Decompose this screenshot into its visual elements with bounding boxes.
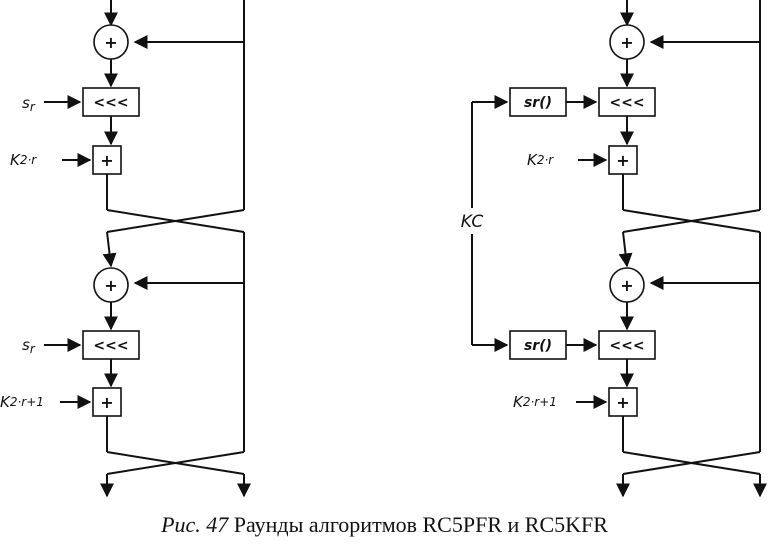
right-sr-2-label: sr() (524, 338, 552, 354)
kc-label-bg (452, 208, 492, 234)
left-key-label-2: K2·r+1 (0, 393, 44, 411)
right-sr-box-1 (509, 87, 567, 117)
figure-number: Рис. 47 (161, 512, 229, 537)
figure-title: Раунды алгоритмов RC5PFR и RC5KFR (233, 512, 608, 537)
left-rotate-2-label: <<< (93, 338, 128, 354)
right-round-diagram: + <<< sr() + K2·r KC + <<< sr() (452, 0, 767, 498)
left-shift-label-1: sr (22, 94, 36, 114)
right-sr-box-2 (509, 330, 567, 360)
left-arrow-to-adder-2 (102, 231, 117, 268)
right-key-label-2: K2·r+1 (513, 393, 557, 411)
left-shift-label-2: sr (22, 336, 36, 356)
left-key-adder-1-symbol: + (100, 151, 113, 170)
right-rotate-box-2 (598, 330, 656, 360)
right-cross-b-2 (622, 451, 761, 475)
right-adder-2-symbol: + (620, 276, 633, 295)
right-rotate-2-label: <<< (609, 338, 644, 354)
left-key-adder-2-symbol: + (100, 393, 113, 412)
left-cross-b-2 (106, 451, 245, 475)
right-key-adder-2-symbol: + (616, 393, 629, 412)
left-key-label-1: K2·r (10, 151, 37, 169)
right-key-adder-1-symbol: + (616, 151, 629, 170)
right-arrow-to-adder-2 (618, 231, 633, 268)
left-cross-b-1 (106, 209, 245, 233)
right-sr-1-label: sr() (524, 95, 552, 111)
right-rotate-1-label: <<< (609, 95, 644, 111)
left-adder-2-symbol: + (104, 276, 117, 295)
left-rotate-1-label: <<< (93, 95, 128, 111)
right-adder-1-symbol: + (620, 33, 633, 52)
left-adder-1-symbol: + (104, 33, 117, 52)
figure-caption: Рис. 47 Раунды алгоритмов RC5PFR и RC5KF… (0, 512, 769, 538)
right-key-adder-2 (608, 387, 638, 417)
left-rotate-box-2 (82, 330, 140, 360)
left-round-diagram: + <<< sr + K2·r + <<< sr + K2·r+1 (0, 0, 251, 498)
left-key-adder-2 (92, 387, 122, 417)
kc-label: KC (461, 212, 484, 232)
right-cross-b-1 (622, 209, 761, 233)
rc5-rounds-diagram: + <<< sr + K2·r + <<< sr + K2·r+1 (0, 0, 767, 498)
right-key-label-1: K2·r (527, 151, 554, 169)
